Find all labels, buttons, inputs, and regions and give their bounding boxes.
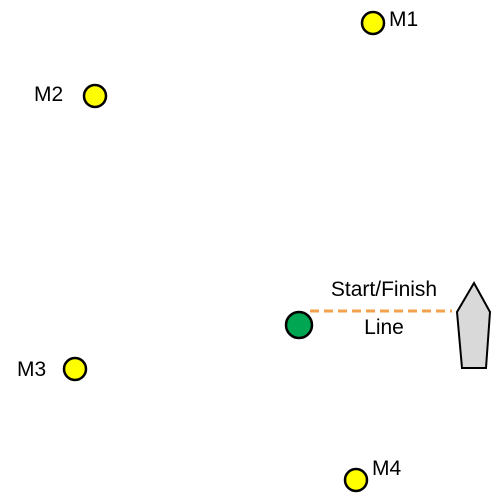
mark-m1-label: M1	[389, 8, 418, 31]
mark-m2: M2	[34, 83, 108, 109]
buoy-icon	[360, 10, 386, 36]
committee-boat-icon	[455, 280, 492, 369]
mark-m1: M1	[360, 8, 418, 36]
mark-m2-label: M2	[34, 83, 63, 106]
mark-m3: M3	[17, 356, 88, 382]
start-finish-label-line1: Start/Finish	[331, 278, 437, 301]
start-finish-line: Start/Finish Line	[284, 278, 492, 369]
start-finish-label-line2: Line	[364, 316, 404, 339]
mark-m3-label: M3	[17, 358, 46, 381]
pin-end-buoy-icon	[284, 310, 314, 340]
buoy-icon	[62, 356, 88, 382]
buoy-icon	[82, 83, 108, 109]
mark-m4-label: M4	[372, 457, 401, 480]
mark-m4: M4	[343, 457, 401, 493]
buoy-icon	[343, 467, 369, 493]
